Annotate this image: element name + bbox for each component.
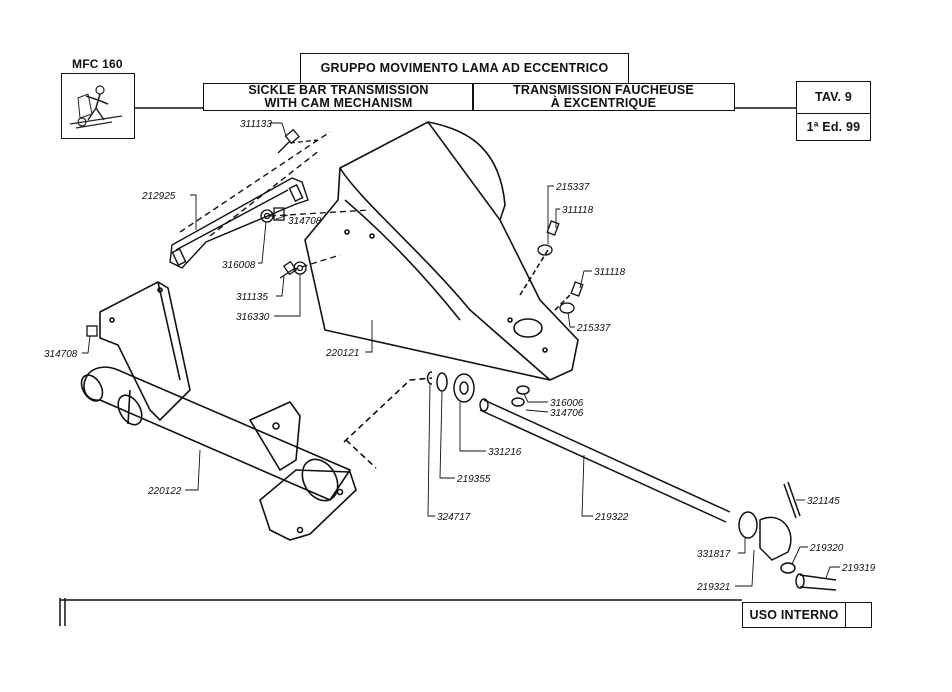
washer-215337-icon-a bbox=[537, 244, 553, 256]
part-labels: 311133 212925 314708 316008 311135 31633… bbox=[44, 119, 876, 593]
washer-316330-icon bbox=[293, 261, 307, 275]
washer-316006-icon bbox=[516, 385, 530, 395]
leader-lines bbox=[82, 122, 840, 587]
label-212925: 212925 bbox=[141, 191, 176, 202]
bracket-212925 bbox=[169, 131, 331, 269]
ring-219355-icon bbox=[436, 372, 448, 392]
title-french-box: TRANSMISSION FAUCHEUSE À EXCENTRIQUE bbox=[472, 83, 735, 111]
title-french-line2: À EXCENTRIQUE bbox=[550, 96, 657, 110]
label-321145: 321145 bbox=[807, 496, 840, 507]
title-italian: GRUPPO MOVIMENTO LAMA AD ECCENTRICO bbox=[320, 61, 609, 75]
upper-left-hardware bbox=[260, 128, 371, 279]
internal-use-label: USO INTERNO bbox=[749, 607, 839, 622]
label-219355: 219355 bbox=[456, 474, 491, 485]
pin-219319-icon bbox=[799, 574, 837, 591]
label-324717: 324717 bbox=[437, 512, 471, 523]
label-219321: 219321 bbox=[696, 582, 730, 593]
label-314708-a: 314708 bbox=[288, 216, 322, 227]
label-316006: 316006 bbox=[550, 398, 584, 409]
label-311118-a: 311118 bbox=[562, 205, 594, 216]
label-311135: 311135 bbox=[236, 292, 268, 303]
pin-321145-icon bbox=[783, 481, 801, 519]
washer-215337-icon-b bbox=[559, 302, 575, 314]
title-french-line1: TRANSMISSION FAUCHEUSE bbox=[513, 83, 694, 97]
nut-314706-icon bbox=[511, 397, 525, 407]
shaft-219322-icon bbox=[479, 399, 731, 523]
bolt-311118-icon-a bbox=[546, 220, 560, 236]
label-316008: 316008 bbox=[222, 260, 256, 271]
shaft-assembly bbox=[426, 371, 837, 591]
bushing-331817-icon bbox=[738, 511, 758, 539]
label-219320: 219320 bbox=[809, 543, 844, 554]
label-331817: 331817 bbox=[697, 549, 731, 560]
nut-314708-lower-icon bbox=[86, 325, 98, 337]
edition-box: 1ª Ed. 99 bbox=[796, 113, 871, 141]
label-219319: 219319 bbox=[841, 563, 876, 574]
label-331216: 331216 bbox=[488, 447, 522, 458]
label-311133: 311133 bbox=[240, 119, 272, 130]
edition-label: 1ª Ed. 99 bbox=[806, 119, 861, 134]
title-english-line1: SICKLE BAR TRANSMISSION bbox=[248, 83, 429, 97]
title-english-box: SICKLE BAR TRANSMISSION WITH CAM MECHANI… bbox=[203, 83, 474, 111]
label-314708-b: 314708 bbox=[44, 349, 78, 360]
roller-219320-icon bbox=[780, 562, 796, 574]
label-311118-b: 311118 bbox=[594, 267, 626, 278]
cover-hardware bbox=[537, 220, 584, 314]
footer-end-box bbox=[845, 602, 872, 628]
nut-314708-icon bbox=[273, 207, 285, 221]
frame-plate bbox=[248, 401, 301, 472]
table-number: TAV. 9 bbox=[814, 90, 853, 104]
bolt-311118-icon-b bbox=[570, 281, 584, 297]
logo-box bbox=[61, 73, 135, 139]
label-215337-a: 215337 bbox=[555, 182, 590, 193]
bolt-311133-icon bbox=[277, 140, 291, 154]
cam-219321-icon bbox=[759, 516, 792, 561]
bolt-311135-icon bbox=[279, 269, 293, 279]
operator-logo-icon bbox=[69, 85, 123, 129]
cover-220121 bbox=[304, 120, 579, 381]
model-label: MFC 160 bbox=[72, 57, 123, 71]
label-219322: 219322 bbox=[594, 512, 629, 523]
title-english-line2: WITH CAM MECHANISM bbox=[264, 96, 413, 110]
label-316330: 316330 bbox=[236, 312, 270, 323]
label-220121: 220121 bbox=[325, 348, 359, 359]
bearing-331216-icon bbox=[453, 373, 475, 403]
label-220122: 220122 bbox=[147, 486, 182, 497]
label-215337-b: 215337 bbox=[576, 323, 611, 334]
frame-220122 bbox=[80, 281, 433, 541]
label-314706: 314706 bbox=[550, 408, 584, 419]
circlip-324717-icon bbox=[426, 371, 433, 385]
